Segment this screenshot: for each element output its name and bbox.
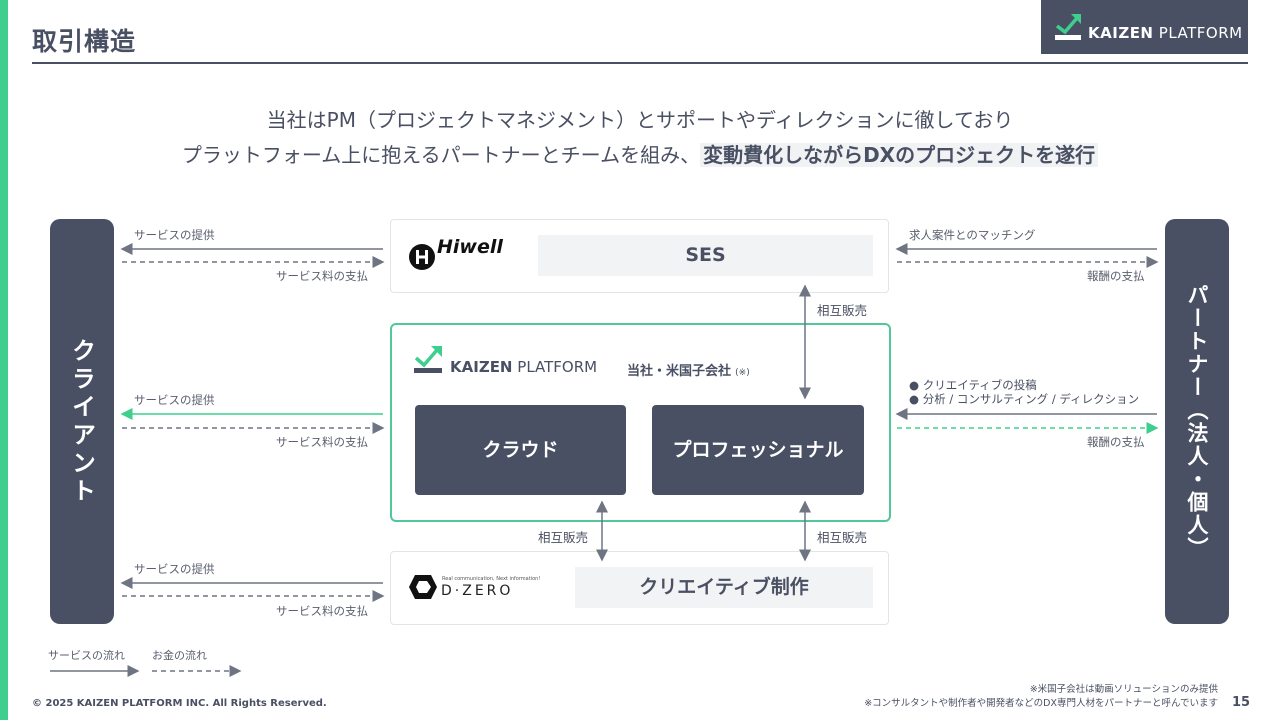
- creative-panel: クリエイティブ制作: [575, 567, 873, 608]
- creative-bullets: ● クリエイティブの投稿 ● 分析 / コンサルティング / ディレクション: [909, 378, 1140, 406]
- kaizen-subtitle: 当社・米国子会社 (※): [627, 364, 750, 379]
- headline-line-2: プラットフォーム上に抱えるパートナーとチームを組み、変動費化しながらDXのプロジ…: [0, 139, 1280, 168]
- partner-label: パートナー（法人・個人）: [1185, 283, 1209, 560]
- mutual-label-cloud: 相互販売: [538, 530, 589, 545]
- page-title: 取引構造: [32, 27, 137, 56]
- label-payment-ses: サービス料の支払: [276, 269, 368, 283]
- label-payment-kaizen: サービス料の支払: [276, 435, 368, 449]
- hiwell-wordmark: Hiwell: [437, 236, 503, 258]
- client-pillar: クライアント: [50, 219, 114, 624]
- label-payment-dzero: サービス料の支払: [276, 604, 368, 618]
- footnotes: ※米国子会社は動画ソリューションのみ提供 ※コンサルタントや制作者や開発者などの…: [864, 684, 1218, 709]
- legend-service-label: サービスの流れ: [48, 649, 125, 662]
- professional-card: プロフェッショナル: [652, 405, 864, 495]
- dzero-wordmark: D·ZERO: [441, 583, 514, 599]
- client-label: クライアント: [67, 337, 96, 506]
- kaizen-logo-icon: [414, 346, 442, 373]
- cloud-card: クラウド: [415, 405, 626, 495]
- kaizen-logo-wordmark: KAIZEN PLATFORM: [1088, 24, 1243, 42]
- mutual-label-pro: 相互販売: [817, 530, 868, 545]
- kaizen-logo-badge: [1041, 0, 1248, 54]
- ses-panel: SES: [538, 235, 873, 276]
- title-divider: [32, 62, 1248, 64]
- label-reward-ses: 報酬の支払: [1087, 269, 1145, 283]
- hiwell-logo-icon: [409, 244, 435, 270]
- mutual-label-ses: 相互販売: [817, 303, 868, 318]
- partner-pillar: パートナー（法人・個人）: [1165, 219, 1229, 624]
- copyright: © 2025 KAIZEN PLATFORM INC. All Rights R…: [32, 698, 327, 709]
- label-reward-kaizen: 報酬の支払: [1087, 435, 1145, 449]
- label-service-kaizen: サービスの提供: [134, 393, 215, 407]
- label-service-ses: サービスの提供: [134, 228, 215, 242]
- legend-money-label: お金の流れ: [152, 649, 207, 662]
- headline-emphasis: 変動費化しながらDXのプロジェクトを遂行: [700, 143, 1099, 167]
- page-number: 15: [1232, 695, 1251, 710]
- dzero-tagline: Real communication, Next information!: [442, 576, 541, 582]
- dzero-logo-icon: [409, 575, 437, 599]
- label-service-dzero: サービスの提供: [134, 562, 215, 576]
- accent-bar: [0, 0, 8, 720]
- label-matching: 求人案件とのマッチング: [909, 228, 1036, 242]
- kaizen-logo-icon: [1055, 14, 1081, 40]
- kaizen-wordmark: KAIZEN PLATFORM: [450, 358, 598, 376]
- headline-line-1: 当社はPM（プロジェクトマネジメント）とサポートやディレクションに徹しており: [266, 108, 1014, 132]
